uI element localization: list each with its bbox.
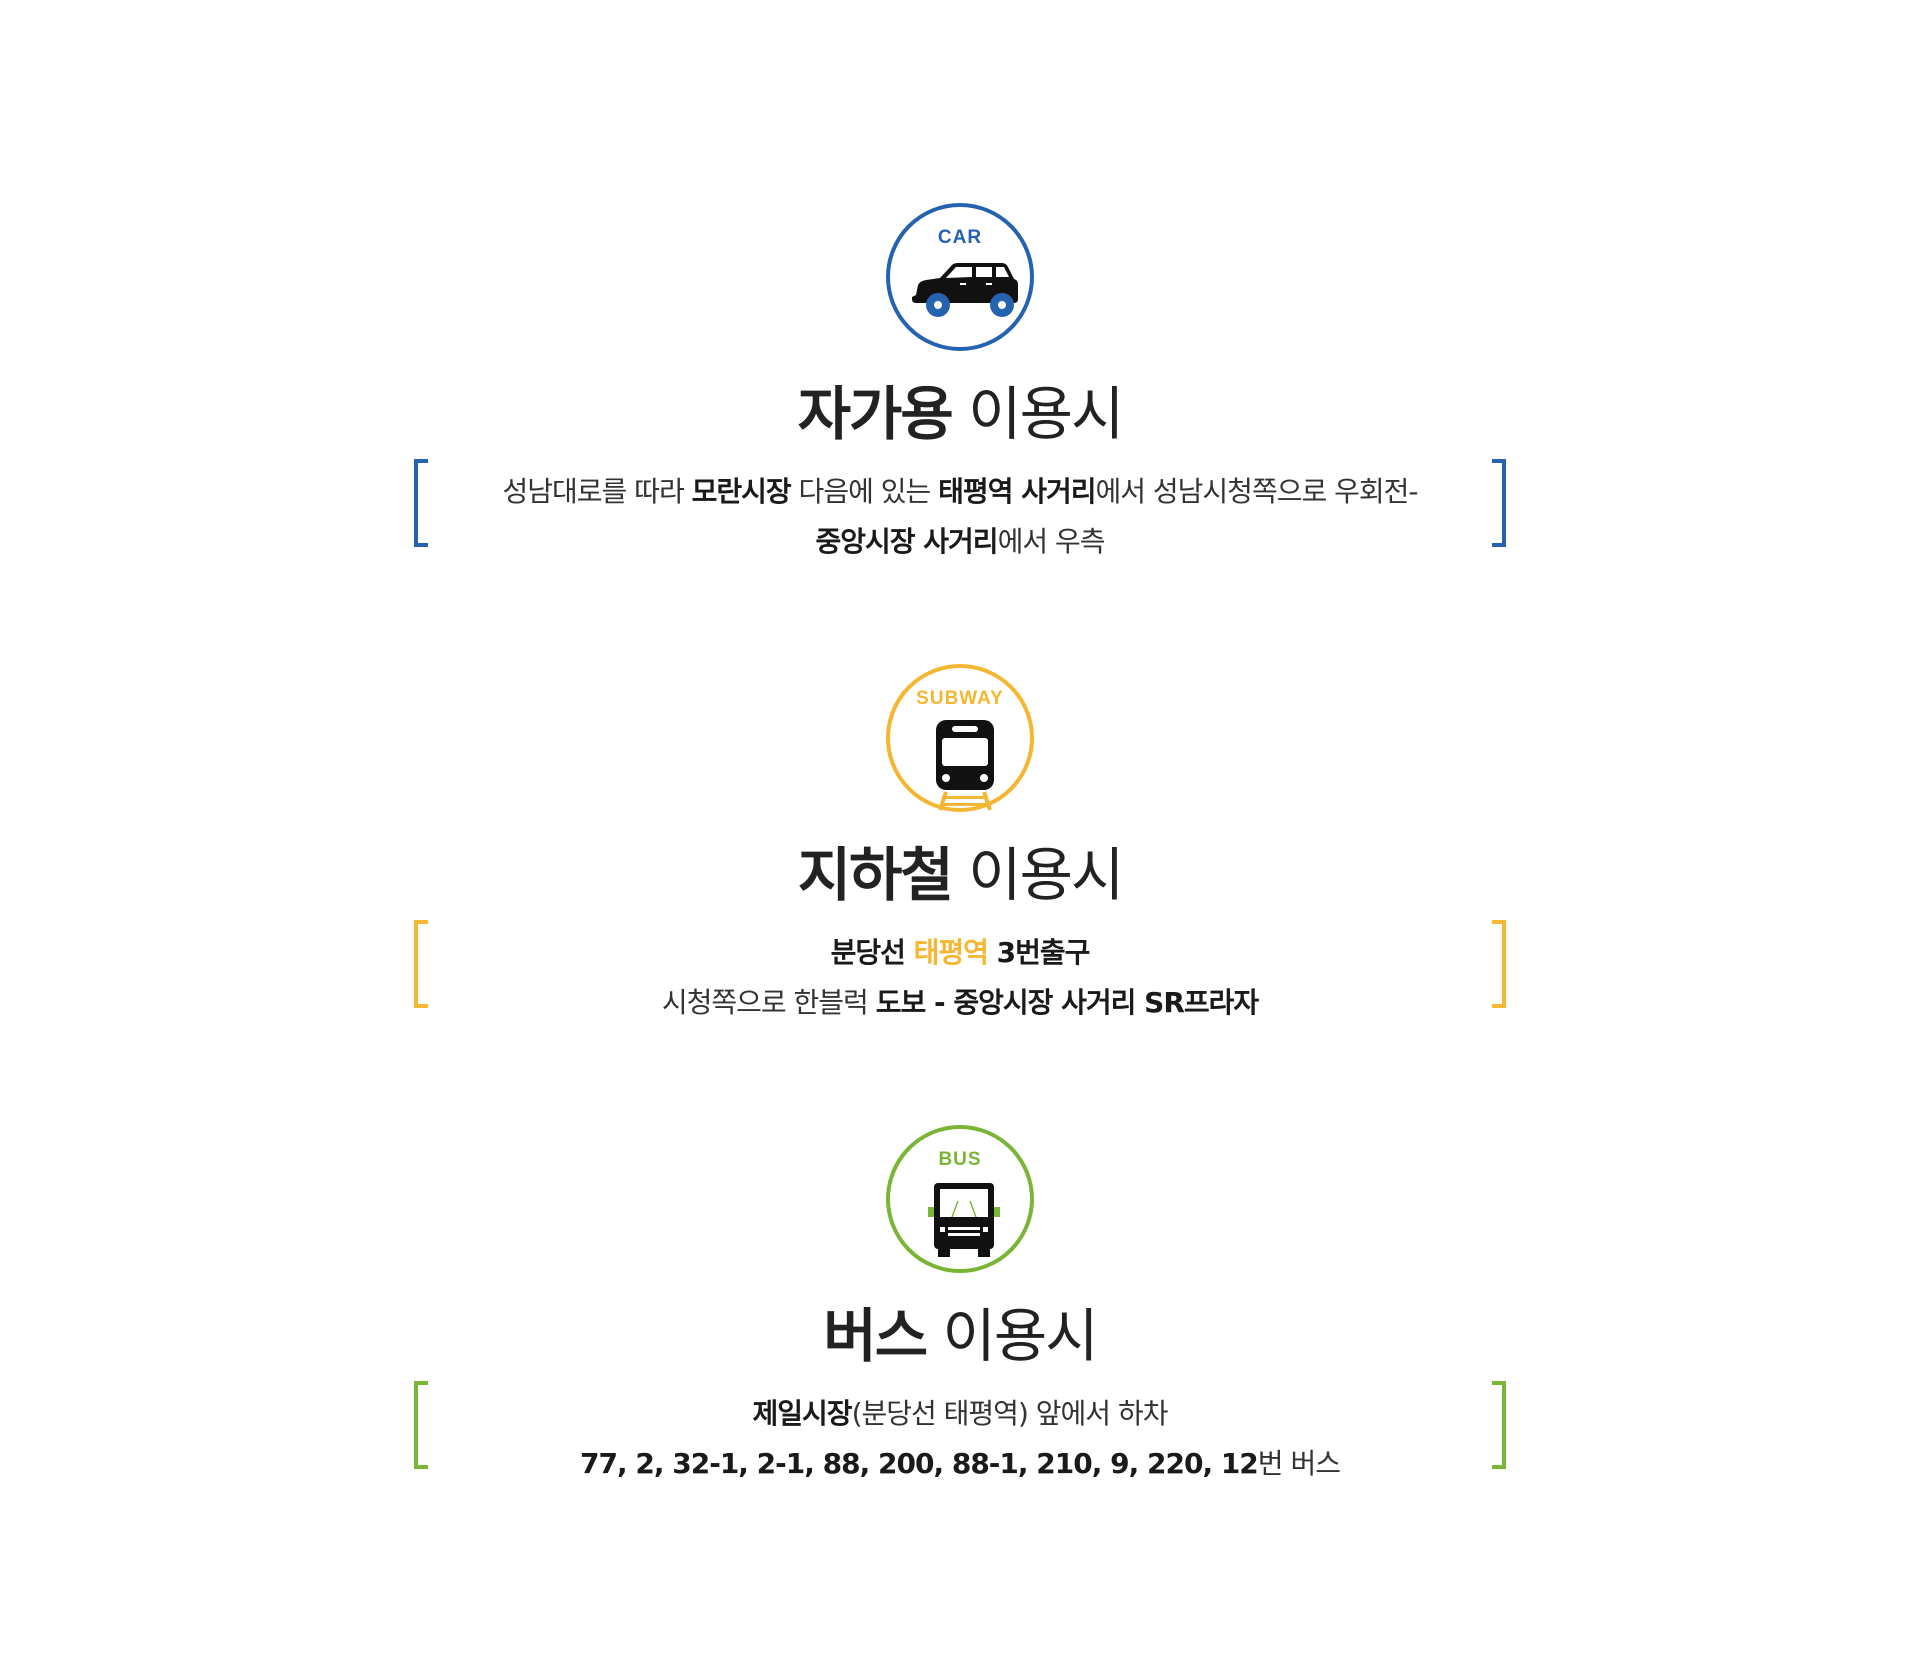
direction-line: 분당선 태평역 3번출구 <box>440 928 1480 978</box>
subway-title-strong: 지하철 <box>797 841 954 909</box>
direction-highlight: 77, 2, 32-1, 2-1, 88, 200, 88-1, 210, 9,… <box>580 1447 1259 1480</box>
direction-highlight: 태평역 사거리 <box>938 475 1096 508</box>
bus-icon <box>928 1183 1000 1257</box>
right-bracket <box>1492 459 1506 547</box>
direction-highlight: 3번출구 <box>987 936 1091 969</box>
car-badge: CAR <box>886 203 1034 351</box>
bus-directions: 제일시장(분당선 태평역) 앞에서 하차 77, 2, 32-1, 2-1, 88… <box>440 1389 1480 1489</box>
car-directions: 성남대로를 따라 모란시장 다음에 있는 태평역 사거리에서 성남시청쪽으로 우… <box>440 467 1480 567</box>
direction-text: 번 버스 <box>1257 1447 1341 1480</box>
direction-text: 성남대로를 따라 <box>502 475 692 508</box>
direction-line: 시청쪽으로 한블럭 도보 - 중앙시장 사거리 SR프라자 <box>440 978 1480 1028</box>
right-bracket <box>1492 920 1506 1008</box>
subway-title: 지하철 이용시 <box>0 840 1920 910</box>
direction-text: 에서 성남시청쪽으로 우회전- <box>1095 475 1418 508</box>
car-icon <box>912 263 1018 317</box>
direction-text: (분당선 태평역) 앞에서 하차 <box>851 1397 1169 1430</box>
direction-text: 다음에 있는 <box>790 475 939 508</box>
subway-train-icon <box>936 720 994 811</box>
direction-highlight: 태평역 <box>913 936 989 969</box>
car-badge-label: CAR <box>937 227 983 248</box>
direction-line: 중앙시장 사거리에서 우측 <box>440 517 1480 567</box>
direction-highlight: 제일시장 <box>752 1397 853 1430</box>
subway-badge: SUBWAY <box>886 664 1034 812</box>
subway-title-light: 이용시 <box>968 841 1124 909</box>
direction-highlight: 도보 - 중앙시장 사거리 SR프라자 <box>875 986 1259 1019</box>
left-bracket <box>414 459 428 547</box>
bus-badge-label: BUS <box>938 1149 982 1170</box>
subway-badge-label: SUBWAY <box>916 688 1004 709</box>
bus-title: 버스 이용시 <box>0 1301 1920 1371</box>
left-bracket <box>414 920 428 1008</box>
direction-line: 77, 2, 32-1, 2-1, 88, 200, 88-1, 210, 9,… <box>440 1439 1480 1489</box>
car-title: 자가용 이용시 <box>0 379 1920 449</box>
direction-text: 에서 우측 <box>997 525 1106 558</box>
bus-badge: BUS <box>886 1125 1034 1273</box>
subway-track <box>938 791 992 811</box>
car-title-light: 이용시 <box>968 380 1124 448</box>
left-bracket <box>414 1381 428 1469</box>
right-bracket <box>1492 1381 1506 1469</box>
direction-line: 제일시장(분당선 태평역) 앞에서 하차 <box>440 1389 1480 1439</box>
bus-title-strong: 버스 <box>823 1302 928 1370</box>
direction-highlight: 모란시장 <box>691 475 792 508</box>
direction-highlight: 중앙시장 사거리 <box>815 525 998 558</box>
car-title-strong: 자가용 <box>797 380 954 448</box>
direction-line: 성남대로를 따라 모란시장 다음에 있는 태평역 사거리에서 성남시청쪽으로 우… <box>440 467 1480 517</box>
direction-highlight: 분당선 <box>830 936 914 969</box>
direction-text: 시청쪽으로 한블럭 <box>661 986 876 1019</box>
bus-title-light: 이용시 <box>942 1302 1099 1370</box>
